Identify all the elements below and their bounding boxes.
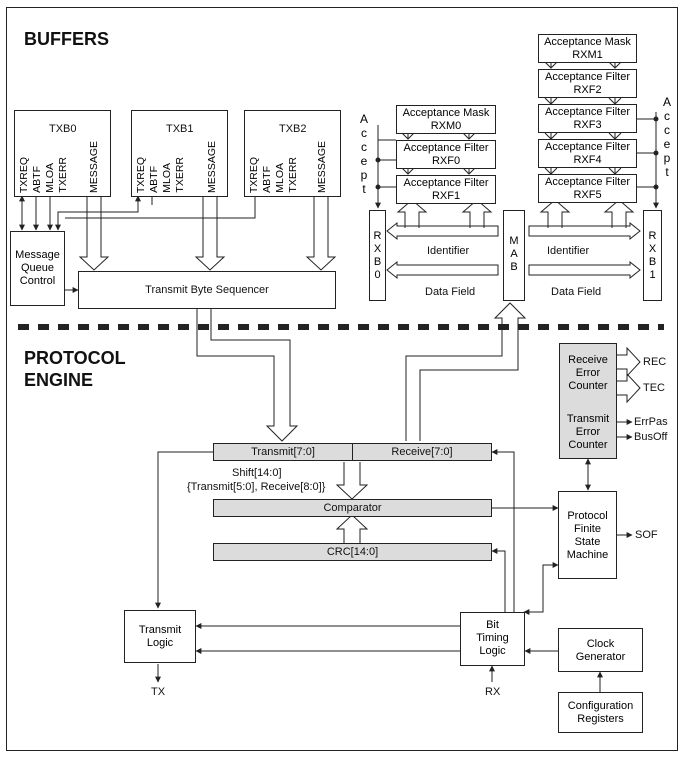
shift-label: Shift[14:0]: [232, 467, 282, 479]
filter-line: RXM1: [572, 49, 603, 61]
filter-line: RXF0: [431, 155, 461, 167]
sof-label: SOF: [635, 529, 658, 541]
message-label: MESSAGE: [206, 141, 218, 193]
protocol-heading: PROTOCOL: [24, 348, 126, 368]
signal-label: TXREQ: [18, 156, 30, 193]
receive-shift-register: Receive[7:0]: [352, 443, 492, 461]
crc-register: CRC[14:0]: [213, 543, 492, 561]
busoff-label: BusOff: [634, 431, 668, 443]
txb-name: TXB0: [49, 123, 77, 135]
buffers-heading: BUFFERS: [24, 29, 109, 49]
filter-line: RXF1: [431, 190, 461, 202]
filter-line: RXF3: [573, 119, 602, 131]
engine-heading: ENGINE: [24, 370, 94, 390]
signal-label: TXERR: [57, 157, 69, 193]
rec-label: REC: [643, 356, 667, 368]
mqc-line: Message: [15, 249, 60, 261]
tx-buffer-txb1: TXB1 TXREQ ABTF MLOA TXERR MESSAGE: [131, 110, 228, 197]
message-label: MESSAGE: [316, 141, 328, 193]
tx-buffer-txb0: TXB0 TXREQ ABTF MLOA TXERR MESSAGE: [14, 110, 111, 197]
datafield-label-right: Data Field: [551, 286, 602, 298]
diagram-frame: [6, 7, 678, 751]
mqc-line: Queue: [20, 262, 55, 274]
datafield-label-left: Data Field: [425, 286, 476, 298]
message-arrow-0: [78, 196, 110, 271]
shift-composition-label: {Transmit[5:0], Receive[8:0]}: [187, 481, 326, 493]
tx-buffer-txb2: TXB2 TXREQ ABTF MLOA TXERR MESSAGE: [244, 110, 341, 197]
receive-reg-label: Receive[7:0]: [391, 446, 453, 458]
signal-label: MLOA: [44, 163, 56, 193]
crc-arrow: [335, 514, 369, 543]
message-queue-control: Message Queue Control: [10, 231, 65, 306]
rx-label: RX: [485, 686, 501, 698]
filter-line: Acceptance Filter: [545, 106, 630, 118]
shift-arrow: [335, 462, 369, 500]
filter-line: Acceptance Filter: [545, 141, 630, 153]
identifier-label-right: Identifier: [547, 245, 590, 257]
transmit-shift-register: Transmit[7:0]: [213, 443, 353, 461]
filter-line: Acceptance Mask: [402, 107, 490, 119]
receive-to-mab-arrow: [405, 302, 527, 441]
signal-label: TXREQ: [248, 156, 260, 193]
txb-name: TXB2: [279, 123, 307, 135]
signal-label: TXREQ: [135, 156, 147, 193]
crc-label: CRC[14:0]: [326, 546, 379, 558]
transmit-reg-label: Transmit[7:0]: [251, 446, 315, 458]
signal-label: ABTF: [148, 166, 160, 193]
comparator-label: Comparator: [323, 502, 382, 514]
signal-label: ABTF: [261, 166, 273, 193]
signal-label: MLOA: [161, 163, 173, 193]
tx-label: TX: [151, 686, 166, 698]
filter-line: Acceptance Filter: [403, 177, 489, 189]
tbs-label: Transmit Byte Sequencer: [145, 284, 269, 296]
message-arrow-2: [305, 196, 337, 271]
tec-label: TEC: [643, 382, 665, 394]
filter-line: RXM0: [430, 120, 462, 132]
message-label: MESSAGE: [88, 141, 100, 193]
identifier-label-left: Identifier: [427, 245, 470, 257]
message-arrow-1: [194, 196, 226, 271]
filter-line: Acceptance Mask: [544, 36, 631, 48]
filter-line: RXF5: [573, 189, 602, 201]
signal-label: TXERR: [174, 157, 186, 193]
filter-line: Acceptance Filter: [545, 176, 630, 188]
filter-line: Acceptance Filter: [545, 71, 630, 83]
filter-line: RXF4: [573, 154, 602, 166]
transmit-byte-sequencer: Transmit Byte Sequencer: [78, 271, 336, 309]
tbs-to-transmit-arrow: [196, 308, 299, 442]
signal-label: TXERR: [287, 157, 299, 193]
filter-line: RXF2: [573, 84, 602, 96]
mqc-line: Control: [19, 275, 56, 287]
signal-label: ABTF: [31, 166, 43, 193]
txb-name: TXB1: [166, 123, 194, 135]
errpas-label: ErrPas: [634, 416, 668, 428]
comparator: Comparator: [213, 499, 492, 517]
filter-line: Acceptance Filter: [403, 142, 489, 154]
signal-label: MLOA: [274, 163, 286, 193]
